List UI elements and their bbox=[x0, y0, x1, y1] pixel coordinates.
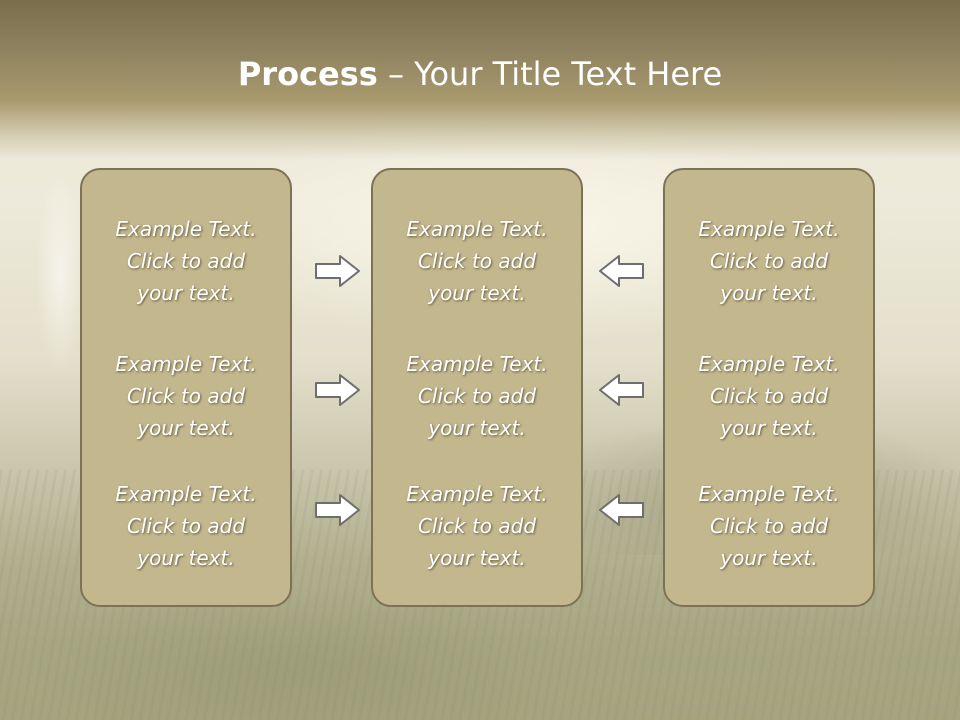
text-placeholder[interactable]: Example Text. Click to add your text. bbox=[82, 348, 290, 444]
text-line: Example Text. bbox=[406, 482, 548, 506]
text-placeholder[interactable]: Example Text. Click to add your text. bbox=[665, 348, 873, 444]
slide-title[interactable]: Process – Your Title Text Here bbox=[0, 52, 960, 96]
text-line: Example Text. bbox=[406, 352, 548, 376]
text-line: Click to add bbox=[126, 249, 246, 273]
text-line: your text. bbox=[720, 281, 818, 305]
text-line: your text. bbox=[137, 281, 235, 305]
text-line: Click to add bbox=[709, 514, 829, 538]
text-placeholder[interactable]: Example Text. Click to add your text. bbox=[82, 213, 290, 309]
title-dash: – bbox=[377, 55, 415, 93]
arrow-right-icon bbox=[313, 490, 363, 530]
text-line: Click to add bbox=[709, 384, 829, 408]
text-line: your text. bbox=[428, 416, 526, 440]
arrow-left-icon bbox=[596, 370, 646, 410]
arrow-right-icon bbox=[313, 370, 363, 410]
text-line: Click to add bbox=[417, 249, 537, 273]
text-line: Click to add bbox=[709, 249, 829, 273]
panel-right[interactable]: Example Text. Click to add your text. Ex… bbox=[663, 168, 875, 607]
text-placeholder[interactable]: Example Text. Click to add your text. bbox=[665, 478, 873, 574]
text-placeholder[interactable]: Example Text. Click to add your text. bbox=[82, 478, 290, 574]
text-placeholder[interactable]: Example Text. Click to add your text. bbox=[373, 478, 581, 574]
arrow-left-icon bbox=[596, 251, 646, 291]
text-line: Example Text. bbox=[115, 352, 257, 376]
text-line: Example Text. bbox=[406, 217, 548, 241]
text-placeholder[interactable]: Example Text. Click to add your text. bbox=[373, 348, 581, 444]
text-line: your text. bbox=[720, 416, 818, 440]
text-line: Example Text. bbox=[115, 482, 257, 506]
panel-middle[interactable]: Example Text. Click to add your text. Ex… bbox=[371, 168, 583, 607]
text-line: Example Text. bbox=[698, 482, 840, 506]
title-bold-text: Process bbox=[237, 55, 378, 93]
text-line: your text. bbox=[720, 546, 818, 570]
arrow-right-icon bbox=[313, 251, 363, 291]
panel-left[interactable]: Example Text. Click to add your text. Ex… bbox=[80, 168, 292, 607]
text-placeholder[interactable]: Example Text. Click to add your text. bbox=[665, 213, 873, 309]
title-rest-text: Your Title Text Here bbox=[414, 55, 723, 93]
text-line: Example Text. bbox=[115, 217, 257, 241]
text-line: Click to add bbox=[126, 384, 246, 408]
text-line: Click to add bbox=[417, 514, 537, 538]
arrow-left-icon bbox=[596, 490, 646, 530]
text-placeholder[interactable]: Example Text. Click to add your text. bbox=[373, 213, 581, 309]
text-line: your text. bbox=[137, 416, 235, 440]
text-line: Example Text. bbox=[698, 217, 840, 241]
text-line: Example Text. bbox=[698, 352, 840, 376]
title-band bbox=[0, 0, 960, 160]
text-line: Click to add bbox=[417, 384, 537, 408]
text-line: your text. bbox=[137, 546, 235, 570]
text-line: Click to add bbox=[126, 514, 246, 538]
text-line: your text. bbox=[428, 281, 526, 305]
text-line: your text. bbox=[428, 546, 526, 570]
